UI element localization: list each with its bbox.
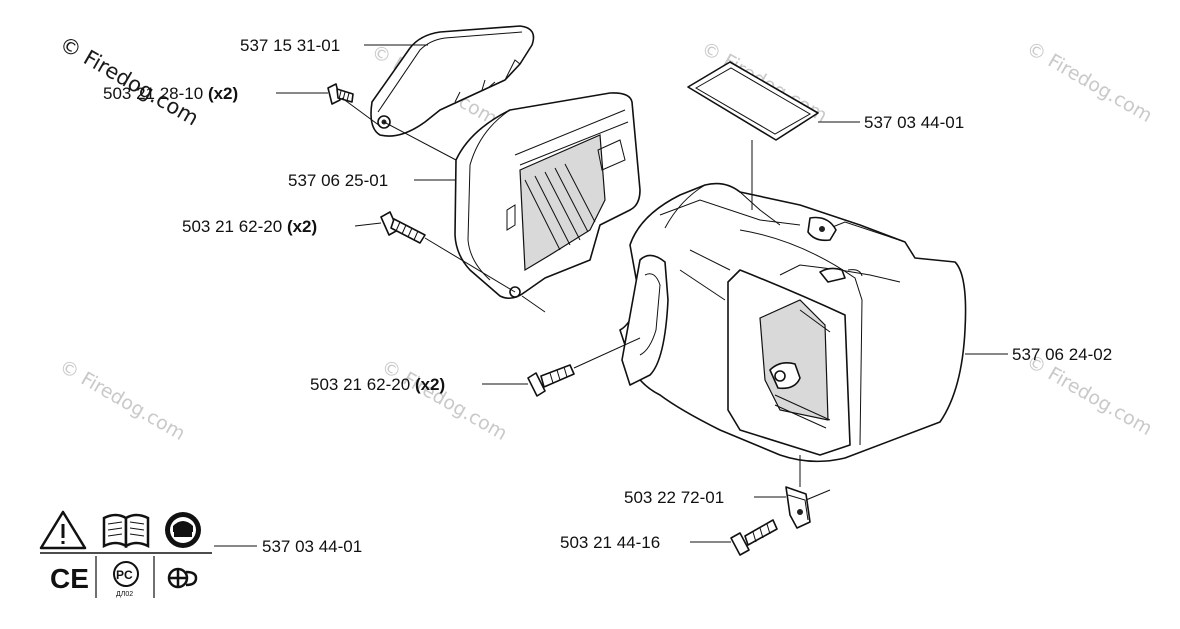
housing-part	[619, 182, 967, 463]
label-top-cover: 537 15 31-01	[240, 36, 340, 55]
label-housing: 537 06 24-02	[1012, 345, 1112, 364]
label-screw-top: 503 21 28-10 (x2)	[103, 84, 238, 103]
label-symbols-decal: 537 03 44-01	[262, 537, 362, 556]
label-screw-housing: 503 21 62-20 (x2)	[310, 375, 445, 394]
safety-symbols: CE PC ДЛ02	[39, 510, 212, 598]
label-screw-clip: 503 21 44-16	[560, 533, 660, 552]
label-qty: (x2)	[415, 375, 445, 394]
label-qty: (x2)	[287, 217, 317, 236]
leader-lines	[214, 44, 1008, 547]
clip-part	[785, 486, 811, 529]
watermark: © Firedog.com	[378, 355, 511, 445]
decal-part	[687, 61, 819, 141]
gost-code: ДЛ02	[116, 591, 133, 598]
ce-mark-icon: CE	[50, 563, 89, 594]
filter-cover-part	[454, 92, 641, 300]
screw-filter-cover	[380, 211, 426, 244]
svg-text:PC: PC	[116, 568, 133, 582]
label-number: 503 21 28-10	[103, 84, 203, 103]
label-decal: 537 03 44-01	[864, 113, 964, 132]
label-qty: (x2)	[208, 84, 238, 103]
screw-cover-top	[327, 83, 354, 105]
watermark: © Firedog.com	[1023, 37, 1156, 127]
label-number: 503 21 62-20	[310, 375, 410, 394]
label-clip: 503 22 72-01	[624, 488, 724, 507]
top-cover-part	[370, 25, 535, 137]
certification-mark-icon	[167, 567, 198, 589]
warning-icon	[39, 510, 87, 550]
part-labels: 537 15 31-01 503 21 28-10 (x2) 537 06 25…	[103, 36, 1112, 556]
screw-housing	[527, 364, 575, 397]
protective-gear-icon	[165, 512, 201, 548]
manual-book-icon	[102, 513, 150, 549]
screw-clip	[730, 519, 778, 556]
watermark: © Firedog.com	[56, 355, 189, 445]
label-screw-filter: 503 21 62-20 (x2)	[182, 217, 317, 236]
watermark-dark: © Firedog.com	[56, 32, 203, 131]
label-number: 503 21 62-20	[182, 217, 282, 236]
label-filter-cover: 537 06 25-01	[288, 171, 388, 190]
gost-mark-icon: PC ДЛ02	[113, 561, 139, 598]
